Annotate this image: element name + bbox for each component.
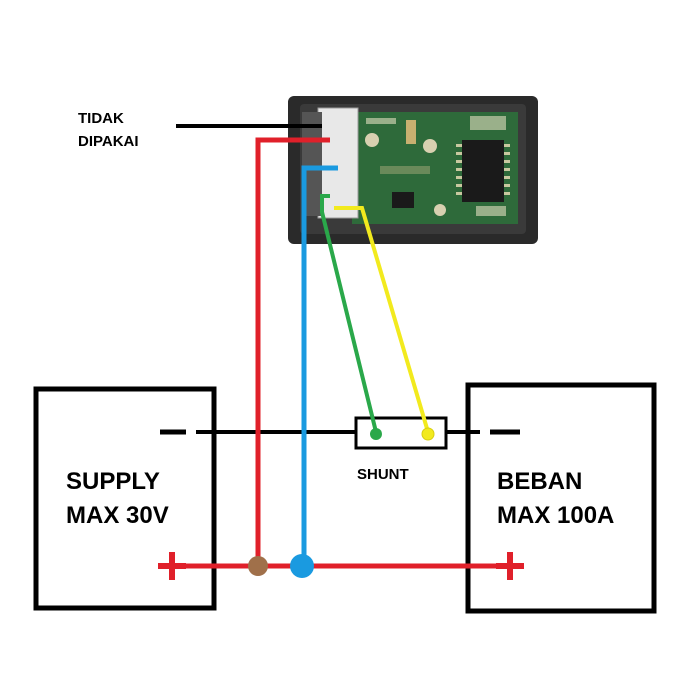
brown-junction — [248, 556, 268, 576]
load-positive-terminal — [496, 552, 524, 580]
green-terminal — [370, 428, 382, 440]
supply-label-line2: MAX 30V — [66, 502, 169, 529]
unused-label-line2: DIPAKAI — [78, 133, 139, 150]
blue-junction — [290, 554, 314, 578]
load-box — [465, 382, 657, 614]
supply-label-line1: SUPPLY — [66, 468, 160, 495]
supply-positive-terminal — [158, 552, 186, 580]
yellow-wire — [334, 206, 430, 433]
module-connector — [317, 107, 359, 219]
supply-box — [33, 386, 217, 611]
shunt-label: SHUNT — [357, 466, 409, 483]
blue-wire — [301, 165, 338, 566]
red-wire — [255, 137, 330, 566]
load-label-line2: MAX 100A — [497, 502, 614, 529]
module-chip — [462, 140, 504, 202]
yellow-terminal — [421, 427, 435, 441]
load-label-line1: BEBAN — [497, 468, 582, 495]
green-wire — [320, 194, 378, 433]
unused-label-line1: TIDAK — [78, 110, 124, 127]
